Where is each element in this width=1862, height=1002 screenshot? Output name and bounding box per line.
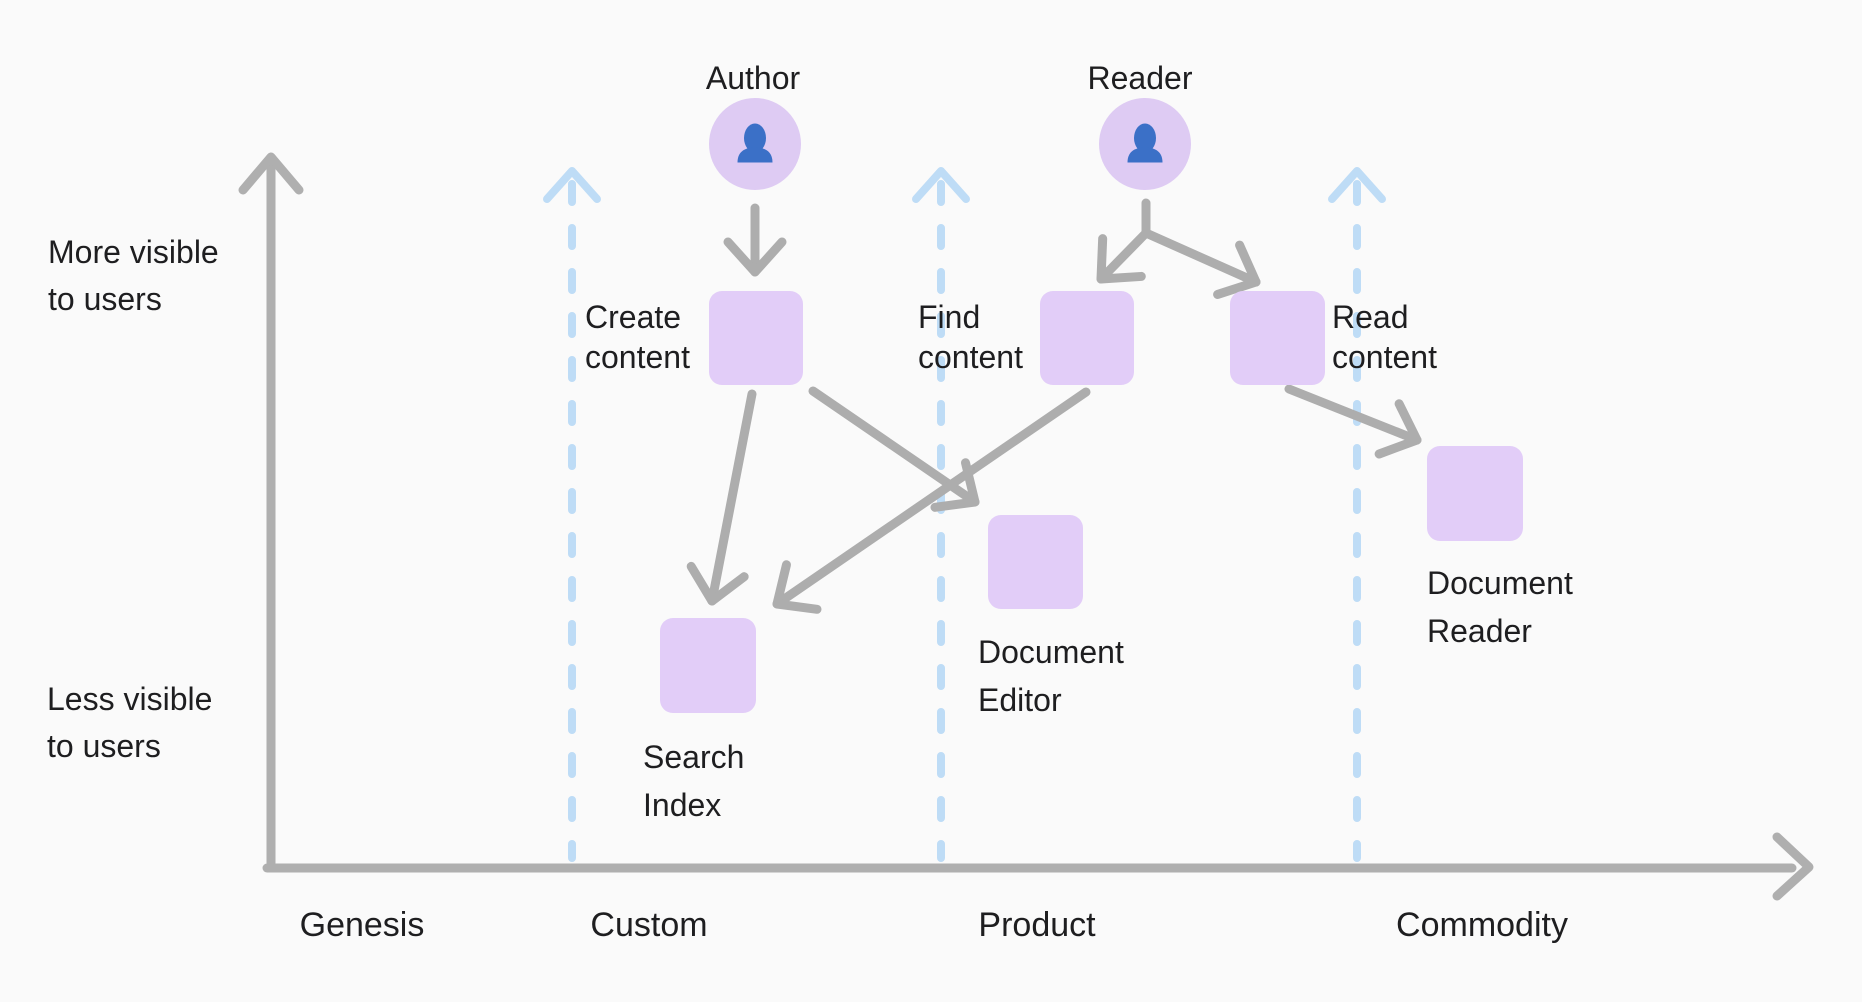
- label-line: Index: [643, 787, 722, 823]
- find-content-node: [1040, 291, 1134, 385]
- label-line: content: [918, 339, 1023, 375]
- search-index-node: [660, 618, 756, 713]
- person-icon: [1127, 123, 1163, 163]
- search-index-label: Search Index: [643, 733, 744, 829]
- edge-read-content-to-document-reader: [1284, 384, 1422, 459]
- boundary-arrowhead-icon: [543, 167, 601, 203]
- reader-label: Reader: [1088, 58, 1193, 98]
- create-content-label: Create content: [585, 297, 690, 377]
- y-axis-arrowhead-icon: [238, 152, 304, 195]
- edge-create-content-to-search-index: [686, 389, 757, 606]
- document-reader-label: Document Reader: [1427, 559, 1573, 655]
- author-label: Author: [706, 58, 800, 98]
- boundary-arrowhead-icon: [1328, 167, 1386, 203]
- document-editor-label: Document Editor: [978, 628, 1124, 724]
- find-content-label: Find content: [918, 297, 1023, 377]
- stage-label-genesis: Genesis: [299, 906, 425, 944]
- stage-label-commodity: Commodity: [1396, 906, 1568, 944]
- label-line: Author: [705, 60, 801, 96]
- label-line: Find: [918, 299, 981, 335]
- edge-reader-to-read-content: [1141, 228, 1261, 299]
- read-content-label: Read content: [1332, 297, 1437, 377]
- boundary-arrowhead-icon: [912, 167, 970, 203]
- edge-reader-to-find-content: [1096, 228, 1151, 284]
- label-line: Document: [978, 634, 1124, 670]
- label-line: to users: [48, 281, 162, 317]
- label-line: Read: [1332, 299, 1409, 335]
- evolution-boundary-custom: [543, 167, 601, 862]
- x-axis-arrowhead-icon: [1772, 832, 1814, 901]
- x-axis: [262, 832, 1814, 901]
- reader-avatar: [1099, 98, 1191, 190]
- y-axis: [238, 152, 304, 873]
- label-line: Create: [585, 299, 682, 335]
- document-reader-node: [1427, 446, 1523, 541]
- document-editor-node: [988, 515, 1083, 609]
- label-line: More visible: [48, 234, 219, 270]
- create-content-node: [709, 291, 803, 385]
- edge-find-content-to-search-index: [772, 387, 1091, 614]
- person-icon: [737, 123, 773, 163]
- label-line: Document: [1427, 565, 1573, 601]
- edges: [686, 198, 1422, 614]
- label-line: Search: [643, 739, 745, 775]
- stage-label-product: Product: [978, 906, 1096, 944]
- read-content-node: [1230, 291, 1325, 385]
- y-axis-bottom-note: Less visible to users: [47, 676, 212, 770]
- label-line: Less visible: [47, 681, 213, 717]
- y-axis-top-note: More visible to users: [48, 229, 219, 323]
- label-line: Reader: [1427, 613, 1532, 649]
- evolution-boundary-product: [912, 167, 970, 862]
- label-line: Reader: [1087, 60, 1193, 96]
- label-line: content: [1332, 339, 1437, 375]
- evolution-boundary-commodity: [1328, 167, 1386, 862]
- author-avatar: [709, 98, 801, 190]
- stage-label-custom: Custom: [590, 906, 708, 944]
- label-line: Editor: [978, 682, 1062, 718]
- label-line: content: [585, 339, 690, 375]
- label-line: to users: [47, 728, 161, 764]
